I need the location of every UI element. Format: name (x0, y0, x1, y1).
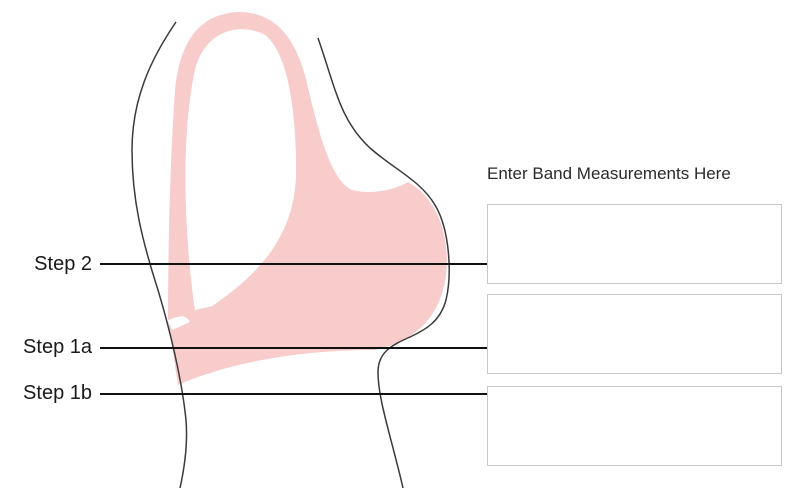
step1a-label: Step 1a (23, 337, 92, 357)
step2-measurement-input[interactable] (487, 204, 782, 284)
step1b-measurement-input[interactable] (487, 386, 782, 466)
step1a-measurement-input[interactable] (487, 294, 782, 374)
step2-label: Step 2 (34, 254, 92, 274)
step1b-label: Step 1b (23, 383, 92, 403)
entry-heading: Enter Band Measurements Here (487, 164, 731, 184)
